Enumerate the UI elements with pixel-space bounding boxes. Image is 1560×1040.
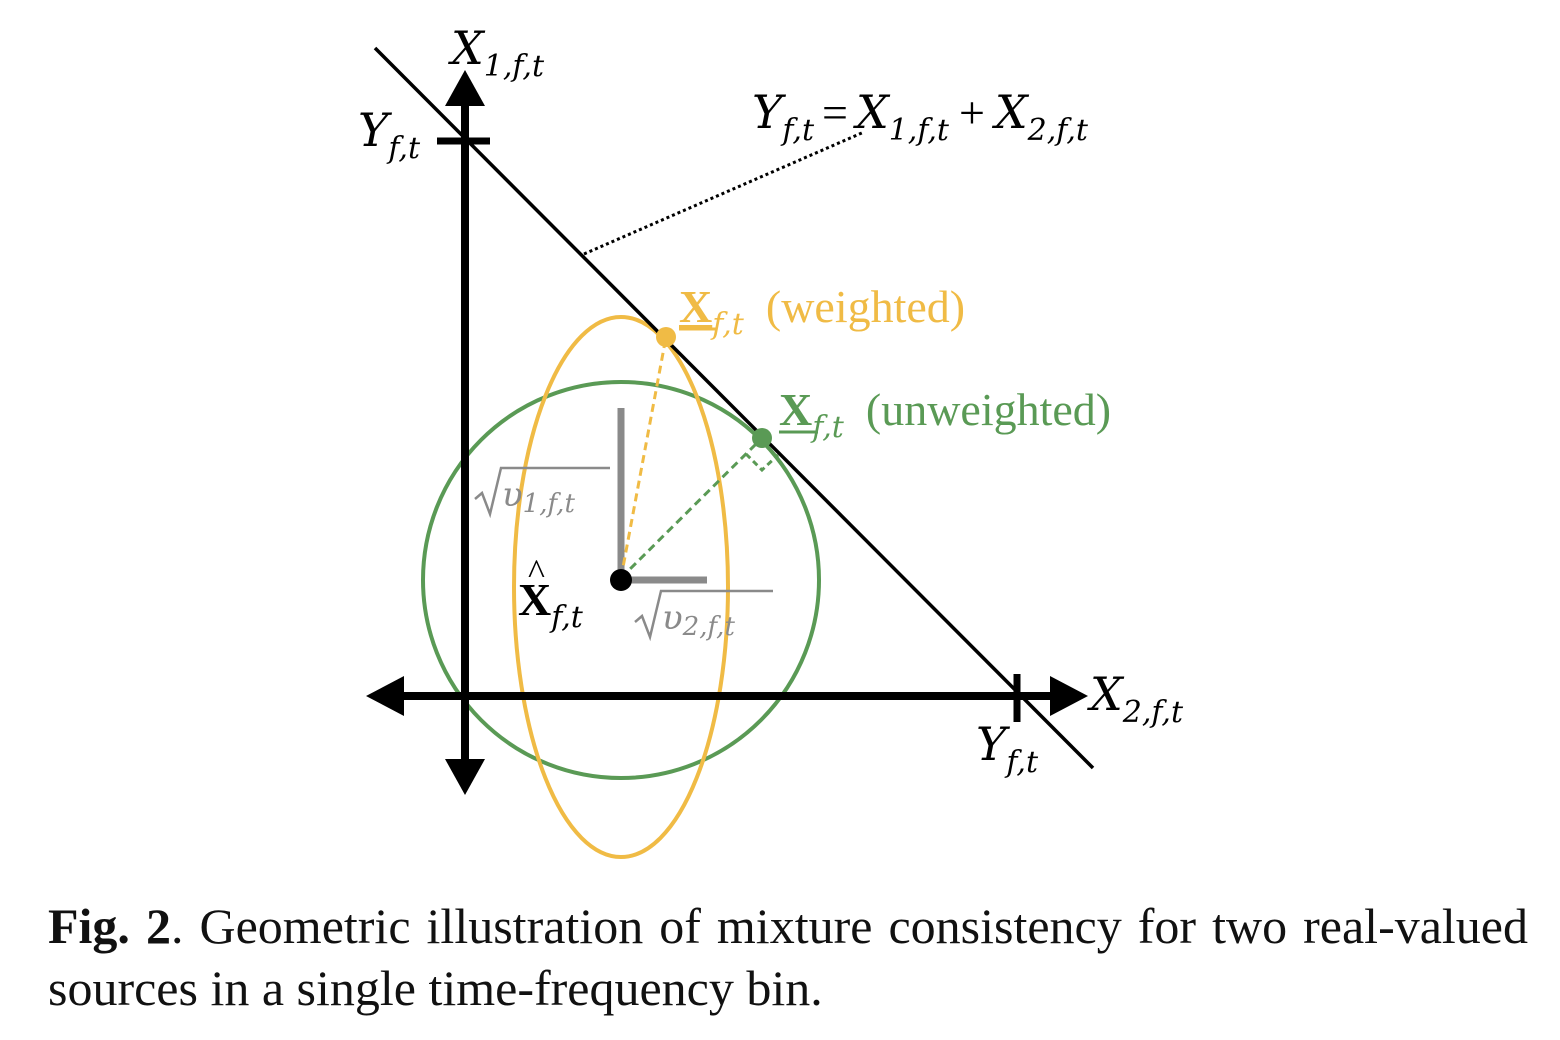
unweighted-circle bbox=[421, 380, 821, 780]
horizontal-axis-right-arrow bbox=[1050, 676, 1088, 716]
weighted-projection bbox=[619, 336, 668, 579]
std1-label: υ1,f,t bbox=[502, 475, 575, 519]
estimate-hat: ^ bbox=[528, 552, 545, 592]
std2-label: υ2,f,t bbox=[662, 598, 735, 642]
estimate-label: Xf,t bbox=[518, 574, 584, 635]
weighted-label: Xf,t(weighted) bbox=[679, 281, 965, 342]
vertical-axis-down-arrow bbox=[445, 759, 485, 795]
right-angle-mark bbox=[744, 452, 780, 473]
caption-text: . Geometric illustration of mixture cons… bbox=[48, 898, 1528, 1016]
horizontal-axis-left-arrow bbox=[366, 676, 404, 716]
constraint-equation: Yf,t=X1,f,t+X2,f,t bbox=[752, 85, 1089, 148]
unweighted-projection bbox=[619, 436, 764, 580]
weighted-point bbox=[656, 327, 676, 347]
figure-label: Fig. 2 bbox=[48, 898, 171, 954]
std2-radical bbox=[634, 589, 773, 642]
mixture-constraint-line bbox=[373, 46, 1095, 770]
constraint-leader-line bbox=[583, 130, 865, 256]
vertical-axis-up-arrow bbox=[445, 70, 485, 106]
horizontal-axis-label: X2,f,t bbox=[1087, 667, 1184, 730]
unweighted-label: Xf,t(unweighted) bbox=[779, 384, 1111, 445]
estimate-point bbox=[610, 569, 632, 591]
std1-radical bbox=[474, 466, 610, 519]
figure-caption: Fig. 2. Geometric illustration of mixtur… bbox=[48, 895, 1528, 1019]
vertical-axis-label: X1,f,t bbox=[448, 21, 545, 84]
mixture-consistency-diagram: X1,f,t X2,f,t Yf,t Yf,t Yf,t=X1,f,t+X2,f… bbox=[358, 21, 1184, 859]
horizontal-intercept-label: Yf,t bbox=[976, 717, 1039, 780]
unweighted-point bbox=[752, 428, 772, 448]
weighted-ellipse bbox=[512, 315, 730, 859]
vertical-intercept-label: Yf,t bbox=[358, 103, 421, 166]
